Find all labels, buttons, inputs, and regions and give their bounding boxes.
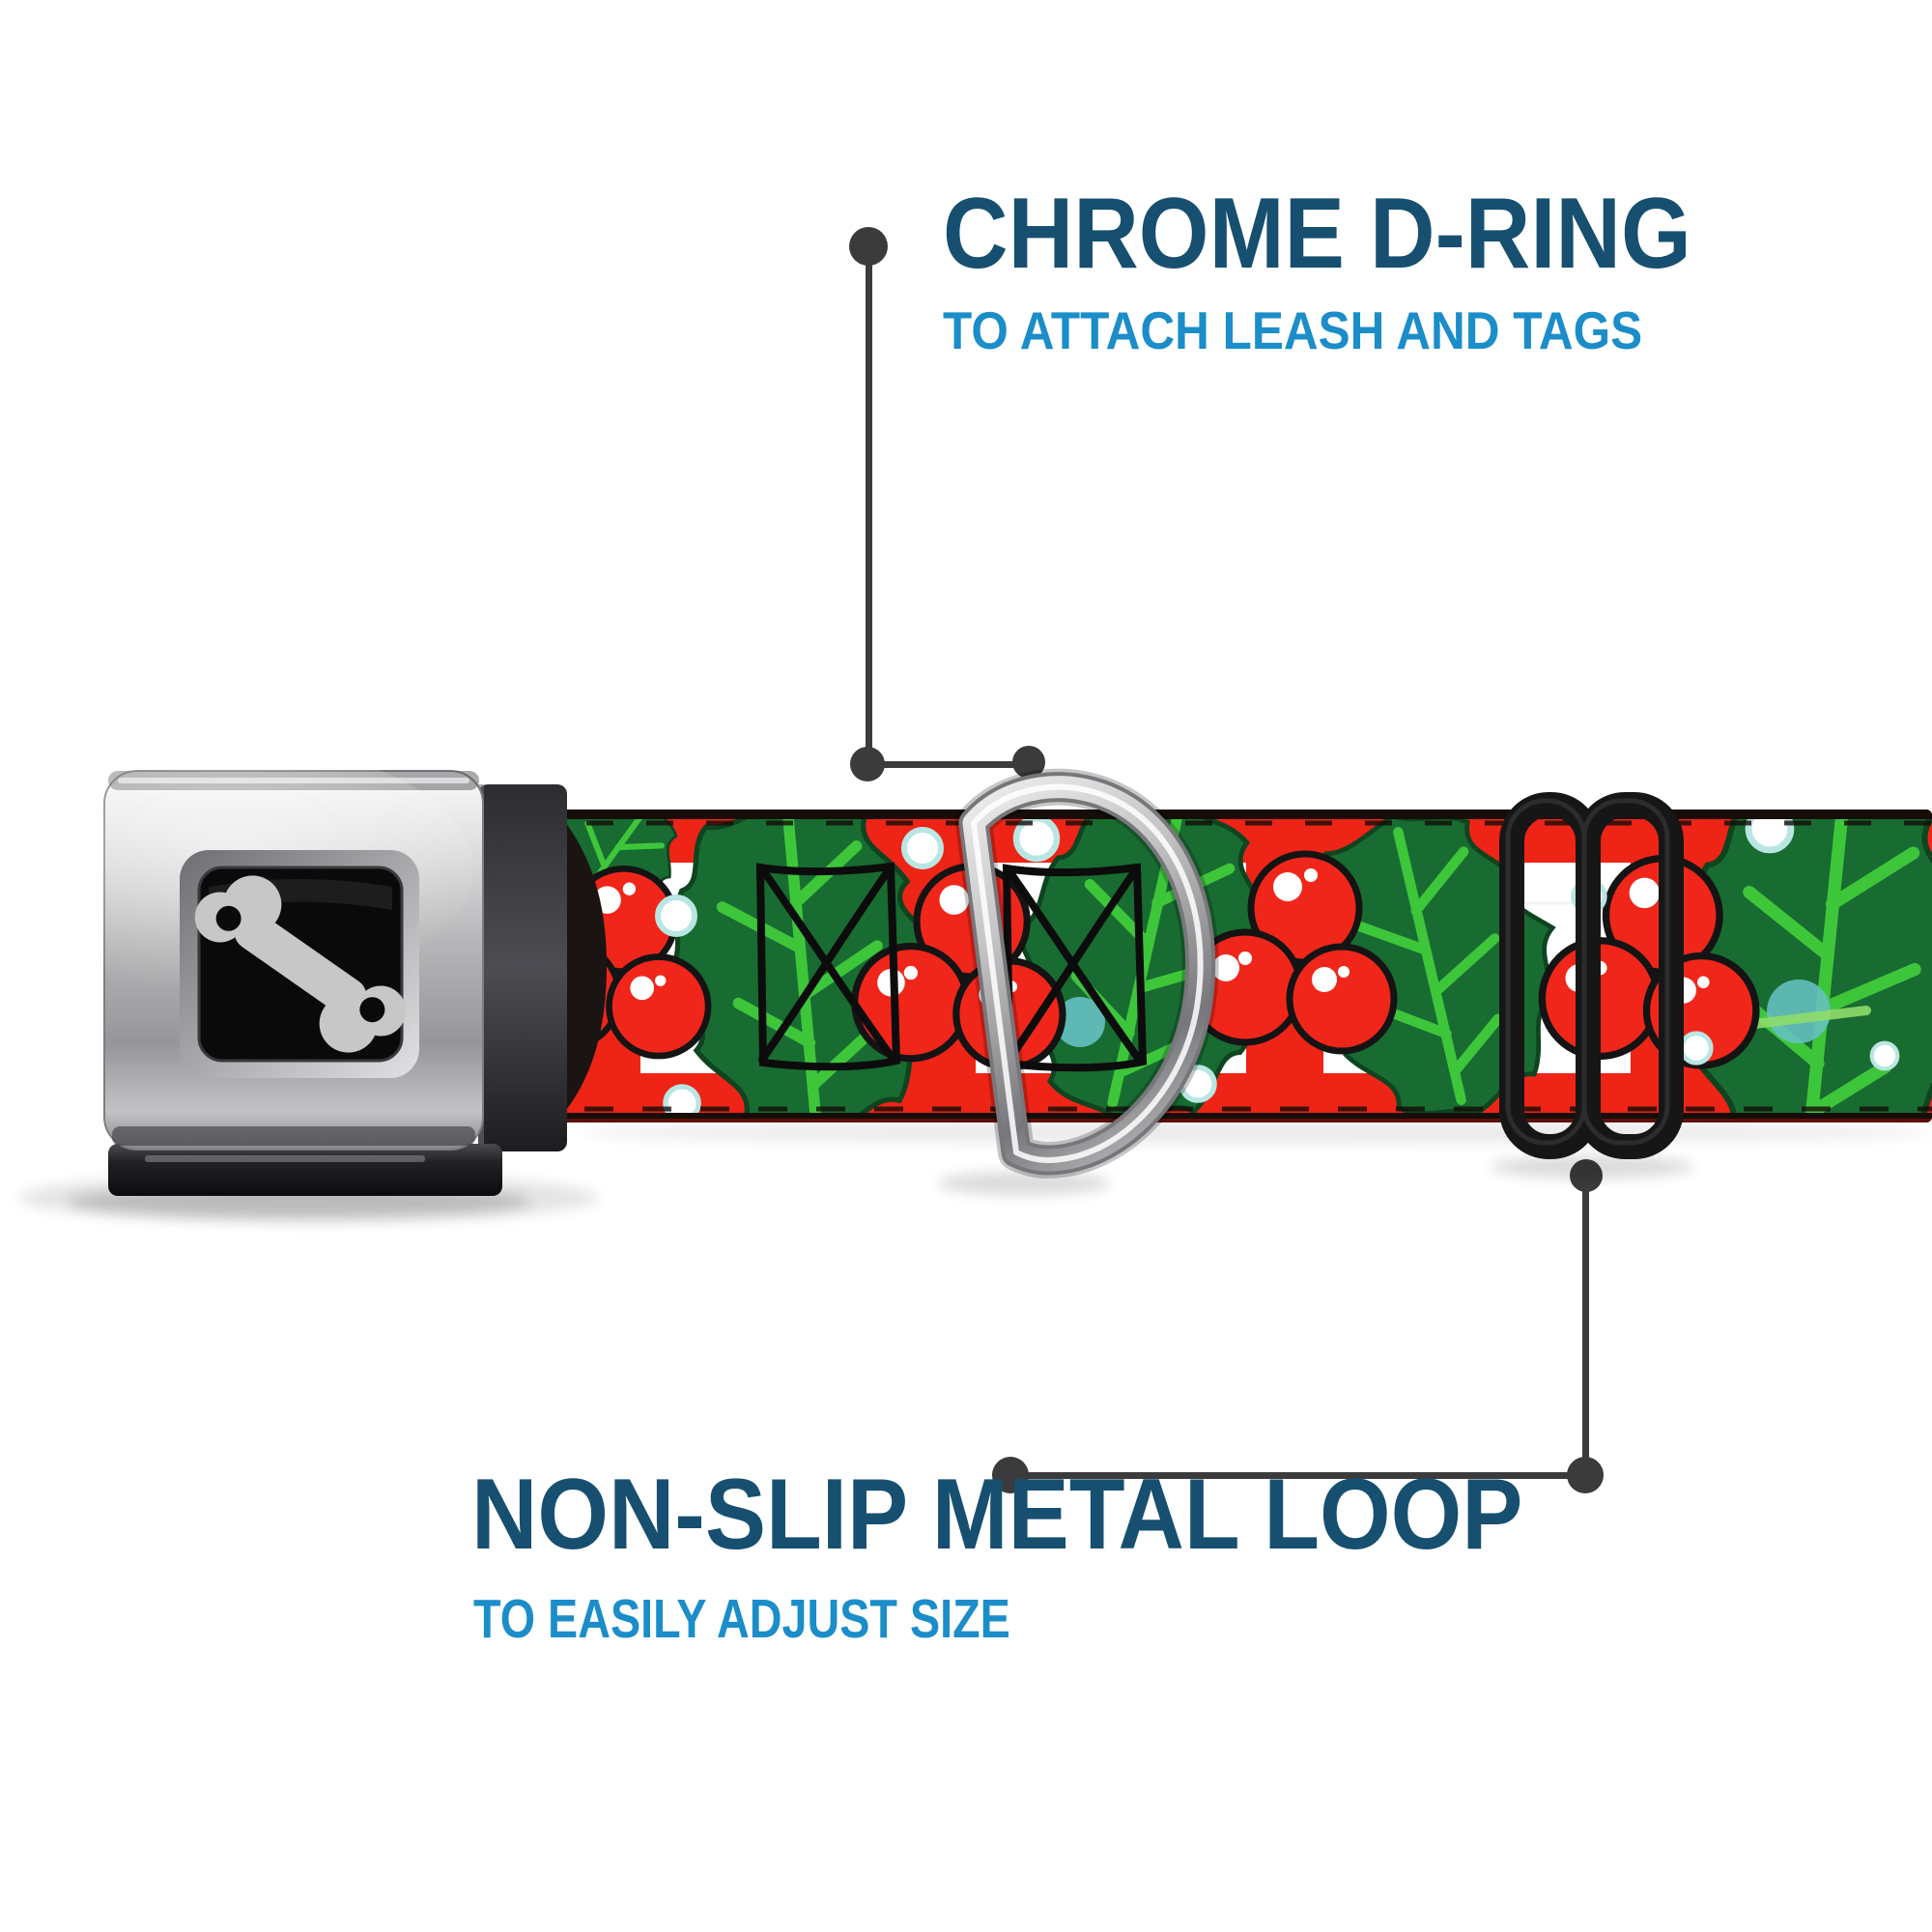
dog-collar-product-image — [0, 744, 1932, 1223]
bottom-callout-vertical-line — [1582, 1176, 1589, 1476]
adjuster-loop — [1499, 792, 1684, 1159]
collar-strap — [526, 810, 1932, 1122]
top-callout-horizontal-line — [867, 761, 1029, 768]
bottom-callout-subtitle: TO EASILY ADJUST SIZE — [473, 1588, 1010, 1650]
bottom-callout-pointer-dot — [992, 1457, 1029, 1493]
teal-accent-circles — [1055, 980, 1871, 1047]
top-callout-title: CHROME D-RING — [943, 178, 1691, 290]
bottom-callout-horizontal-line — [1010, 1472, 1585, 1479]
top-callout-vertical-line — [866, 246, 872, 765]
buckle-clamp — [478, 784, 567, 1151]
stitch-box — [755, 862, 1148, 1072]
seatbelt-buckle — [0, 744, 567, 1196]
dog-bone-icon — [194, 875, 407, 1053]
bottom-callout-title: NON-SLIP METAL LOOP — [471, 1459, 1523, 1571]
top-callout-subtitle: TO ATTACH LEASH AND TAGS — [943, 300, 1643, 360]
strap-edge-binding — [526, 810, 1932, 1122]
buckle-bottom-plate — [108, 1144, 502, 1196]
